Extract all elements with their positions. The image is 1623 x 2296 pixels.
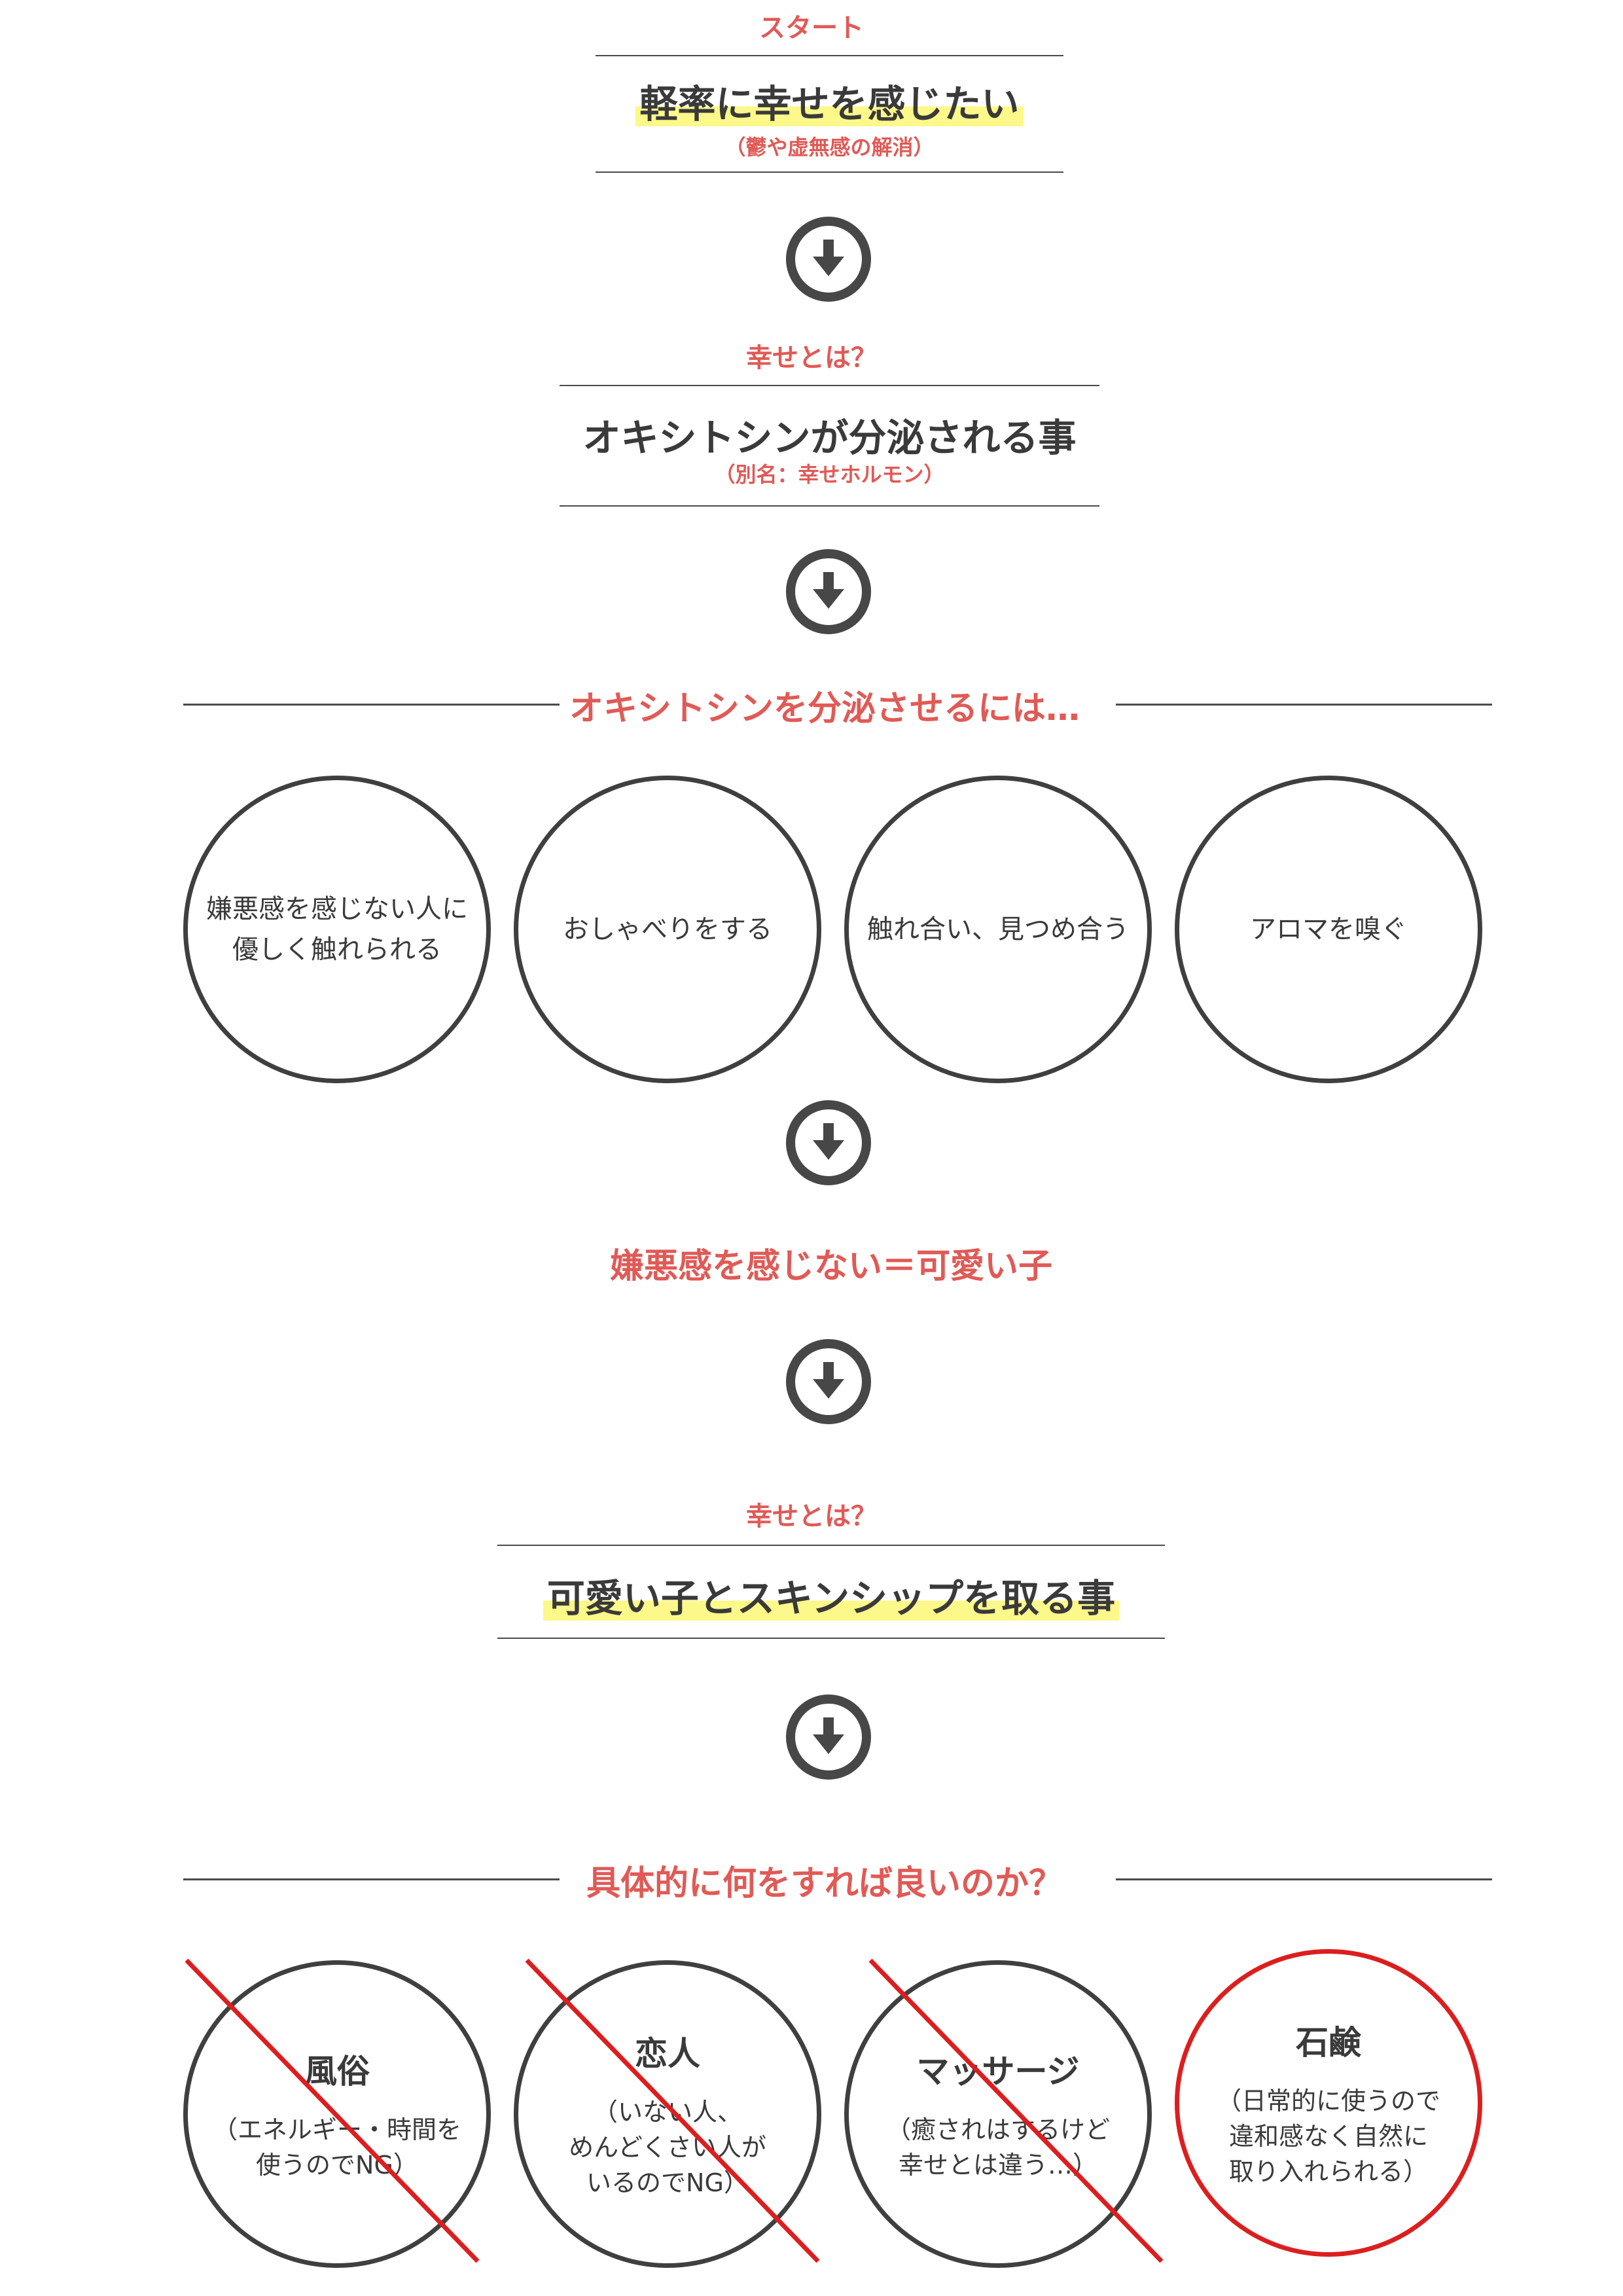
step2-title: オキシトシンが分泌される事 [582,416,1077,460]
step1-title: 軽率に幸せを感じたい [563,73,1096,128]
option-circle: マッサージ （癒されはするけど 幸せとは違う…） [844,1960,1152,2268]
arrow-down-icon [786,549,871,634]
step2-label: 幸せとは？ [746,343,877,373]
divider-top [596,55,1063,56]
divider-top [497,1545,1165,1546]
method-text: おしゃべりをする [563,914,772,944]
section-rule-right [1116,1878,1492,1880]
divider-bottom [497,1638,1165,1639]
option-name: 石鹸 [1296,2024,1361,2062]
divider-top [560,385,1099,386]
method-circle: おしゃべりをする [514,776,821,1083]
option-note: （エネルギー・時間を 使うのでNG） [212,2115,461,2179]
method-circle: アロマを嗅ぐ [1175,776,1482,1083]
method-text: 嫌悪感を感じない人に 優しく触れられる [206,894,468,965]
option-circle: 風俗 （エネルギー・時間を 使うのでNG） [183,1960,491,2268]
method-text: 触れ合い、見つめ合う [867,914,1129,944]
option-note: （癒されはするけど 幸せとは違う…） [885,2115,1110,2179]
step4-label: 幸せとは？ [746,1501,877,1532]
step1-note: （鬱や虚無感の解消） [724,135,935,160]
option-name: 風俗 [304,2053,370,2090]
section-rule-left [183,1878,560,1880]
option-circle-selected: 石鹸 （日常的に使うので 違和感なく自然に 取り入れられる） [1175,1949,1482,2257]
option-circle: 恋人 （いない人、 めんどくさい人が いるのでNG） [514,1960,821,2268]
option-note: （日常的に使うので 違和感なく自然に 取り入れられる） [1216,2087,1440,2186]
method-text: アロマを嗅ぐ [1250,914,1407,944]
option-note: （いない人、 めんどくさい人が いるのでNG） [569,2098,766,2197]
section1-heading: オキシトシンを分泌させるには… [569,689,1080,728]
arrow-down-icon [786,1100,871,1185]
method-circle: 触れ合い、見つめ合う [844,776,1152,1083]
section-rule-left [183,704,560,706]
method-circle: 嫌悪感を感じない人に 優しく触れられる [183,776,491,1083]
arrow-down-icon [786,1695,871,1780]
step2-note: （別名：幸せホルモン） [714,462,945,487]
section-rule-right [1116,704,1492,706]
step3-label: 嫌悪感を感じない＝可愛い子 [609,1247,1052,1286]
option-name: 恋人 [635,2035,700,2073]
option-name: マッサージ [916,2053,1080,2090]
arrow-down-icon [786,1339,871,1424]
section2-heading: 具体的に何をすれば良いのか？ [586,1864,1063,1903]
step4-title: 可愛い子とスキンシップを取る事 [471,1568,1191,1623]
divider-bottom [560,505,1099,507]
arrow-down-icon [786,217,871,302]
start-label: スタート [759,13,864,43]
divider-bottom [596,171,1063,173]
